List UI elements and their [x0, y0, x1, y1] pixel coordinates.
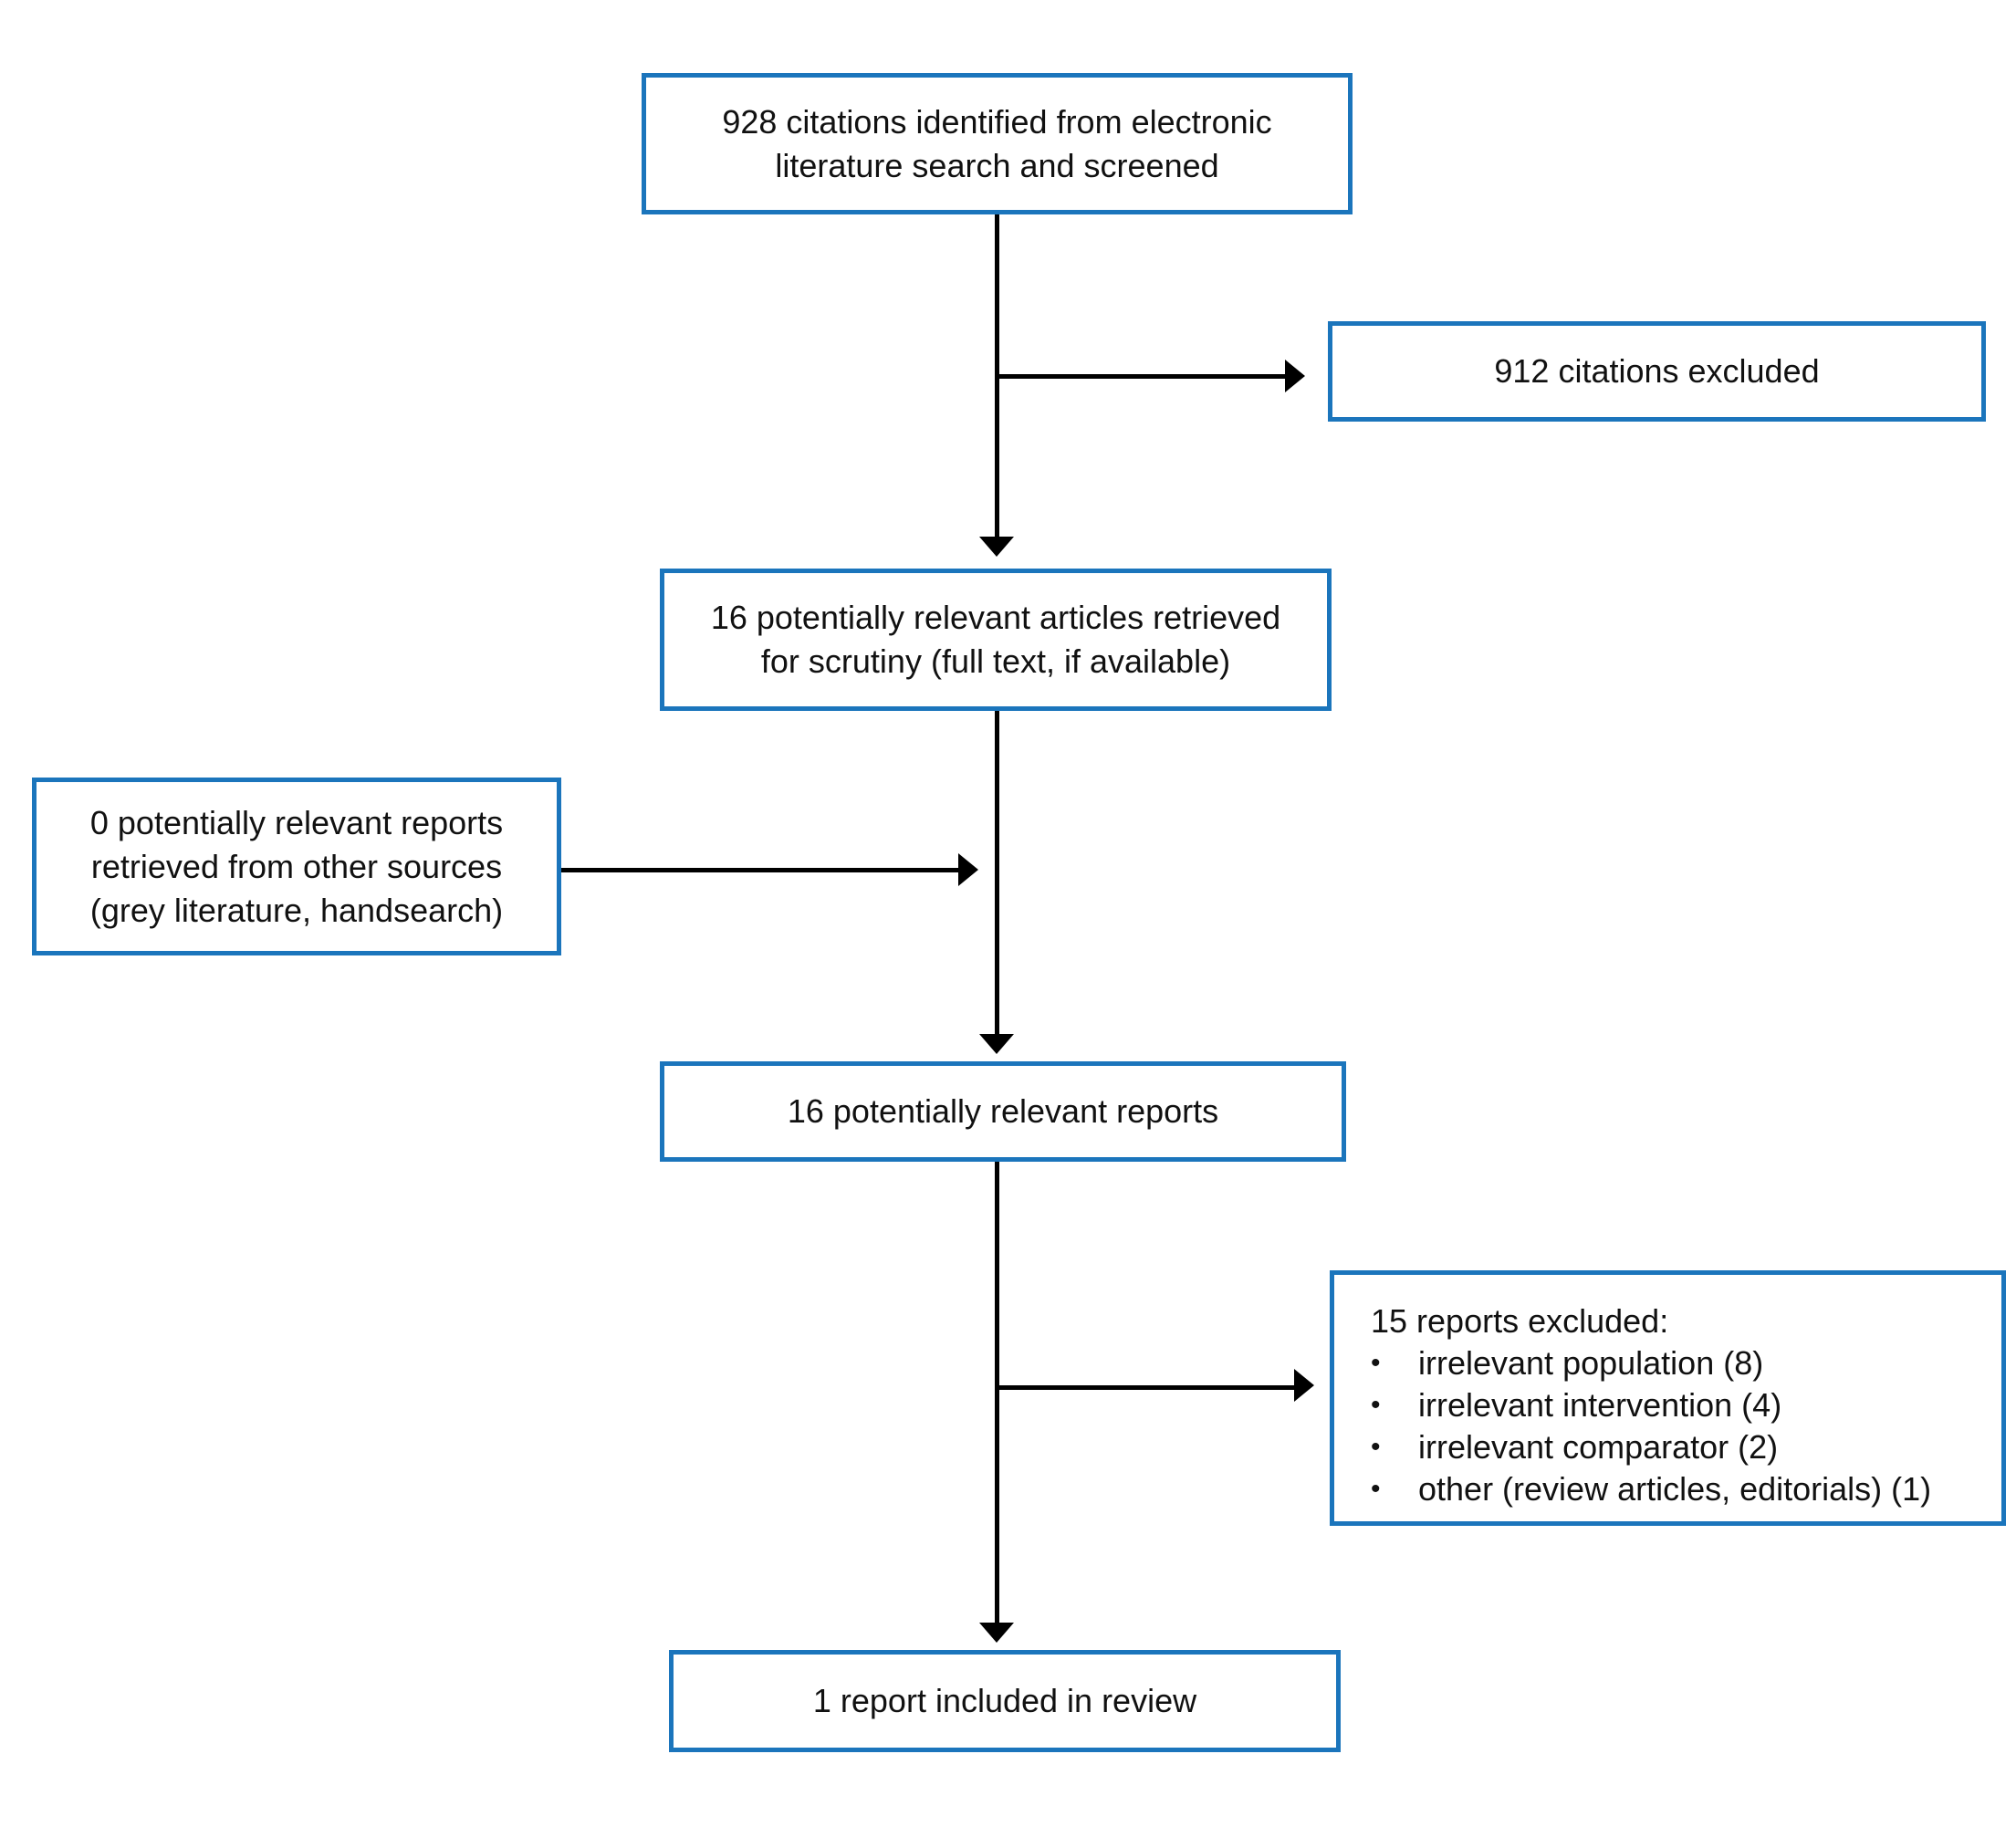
list-item-text: irrelevant population (8)	[1418, 1344, 1764, 1382]
list-item-text: irrelevant intervention (4)	[1418, 1386, 1782, 1424]
list-item: • irrelevant intervention (4)	[1371, 1384, 1931, 1426]
node-report-included: 1 report included in review	[669, 1650, 1341, 1752]
bullet-icon: •	[1371, 1432, 1381, 1462]
node-articles-retrieved: 16 potentially relevant articles retriev…	[660, 569, 1332, 711]
bullet-icon: •	[1371, 1390, 1381, 1420]
node-title: 15 reports excluded:	[1371, 1302, 1669, 1340]
node-text: 0 potentially relevant reports	[89, 803, 504, 841]
node-relevant-reports: 16 potentially relevant reports	[660, 1061, 1346, 1162]
connector-other-sources-merge	[561, 868, 958, 872]
arrowhead-right-icon	[1294, 1369, 1314, 1402]
node-text: retrieved from other sources	[90, 847, 503, 885]
arrowhead-down-icon	[979, 537, 1014, 557]
node-text: 928 citations identified from electronic	[722, 102, 1272, 141]
arrowhead-right-icon	[1285, 360, 1305, 392]
connector-branch-reports-excluded	[997, 1385, 1294, 1390]
connector-retrieved-to-reports	[995, 711, 999, 1034]
node-text: 1 report included in review	[812, 1682, 1197, 1719]
arrowhead-down-icon	[979, 1034, 1014, 1054]
node-text: (grey literature, handsearch)	[89, 891, 504, 929]
list-item-text: irrelevant comparator (2)	[1418, 1428, 1779, 1466]
list-item: • irrelevant comparator (2)	[1371, 1426, 1931, 1468]
node-other-sources: 0 potentially relevant reports retrieved…	[32, 778, 561, 955]
node-text: 16 potentially relevant reports	[787, 1092, 1219, 1130]
connector-reports-to-included	[995, 1162, 999, 1623]
node-text: literature search and screened	[775, 146, 1219, 184]
list-item: • other (review articles, editorials) (1…	[1371, 1468, 1931, 1510]
list-item-text: other (review articles, editorials) (1)	[1418, 1470, 1932, 1508]
bullet-icon: •	[1371, 1348, 1381, 1378]
arrowhead-right-icon	[958, 853, 978, 886]
node-citations-excluded: 912 citations excluded	[1328, 321, 1986, 422]
bullet-icon: •	[1371, 1474, 1381, 1504]
arrowhead-down-icon	[979, 1623, 1014, 1643]
node-text: 16 potentially relevant articles retriev…	[710, 599, 1281, 636]
node-text: 912 citations excluded	[1494, 352, 1820, 390]
exclusion-reason-list: • irrelevant population (8) • irrelevant…	[1371, 1342, 1931, 1510]
node-citations-identified: 928 citations identified from electronic…	[642, 73, 1353, 214]
connector-branch-citations-excluded	[997, 374, 1285, 379]
list-item: • irrelevant population (8)	[1371, 1342, 1931, 1384]
node-reports-excluded: 15 reports excluded: • irrelevant popula…	[1330, 1270, 2006, 1526]
node-text: for scrutiny (full text, if available)	[760, 642, 1231, 680]
